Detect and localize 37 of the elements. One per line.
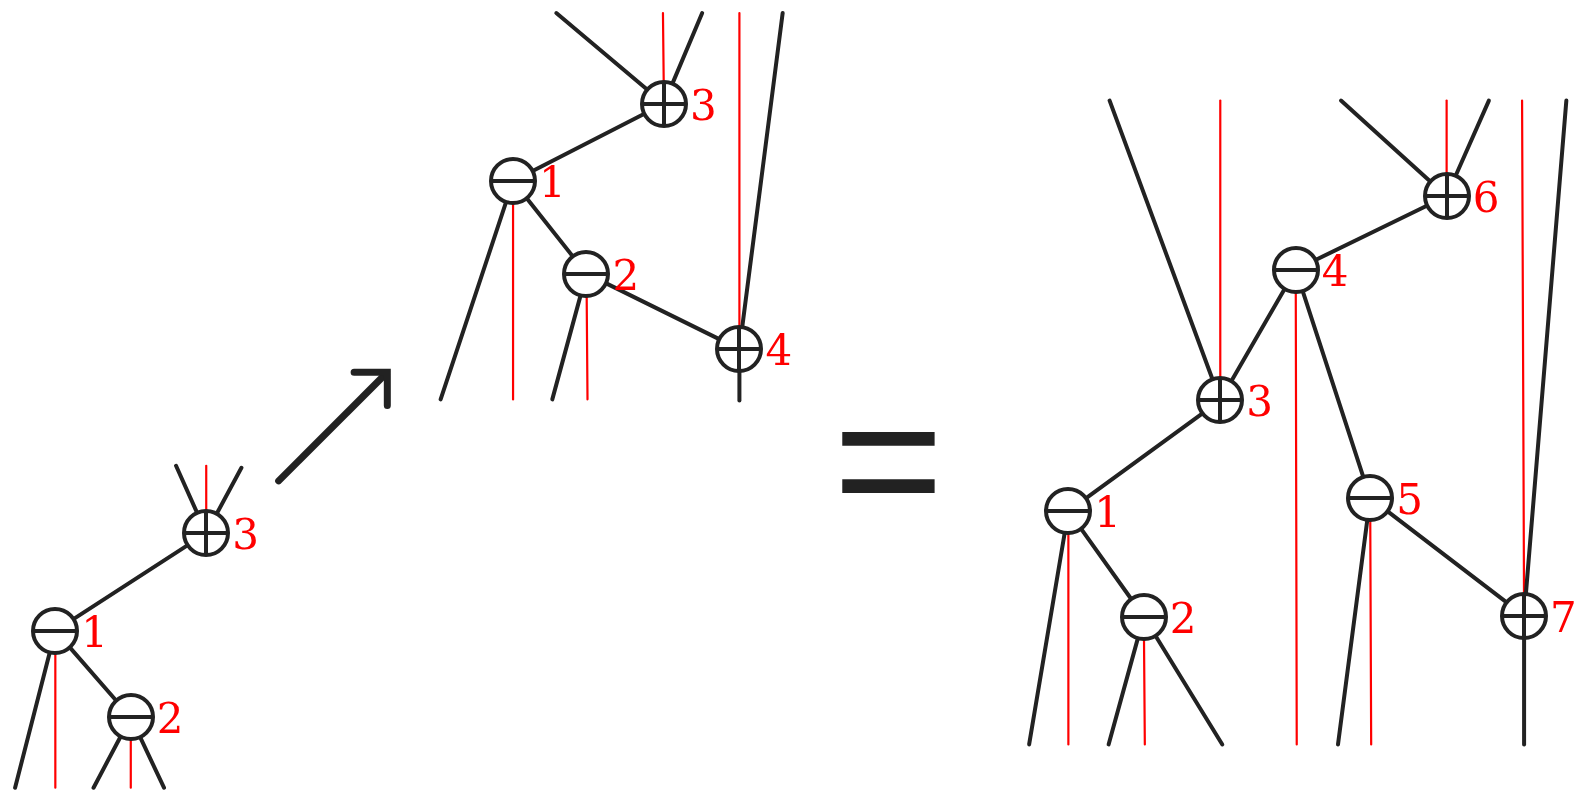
plus-circle-icon (1500, 591, 1549, 640)
branch-line (524, 196, 575, 259)
node-number: 2 (1169, 597, 1197, 640)
plus-circle-icon (1196, 376, 1245, 425)
plus-circle-icon (1422, 172, 1471, 221)
equals-sign: = (832, 364, 944, 555)
branch-line (138, 735, 166, 790)
node-number: 4 (765, 330, 793, 373)
node-number: 3 (232, 514, 259, 557)
plus-circle-icon (182, 509, 231, 558)
minus-circle-icon (1119, 592, 1168, 641)
branch-line (67, 645, 119, 703)
node-number: 2 (612, 254, 640, 297)
node-number: 5 (1396, 478, 1423, 521)
minus-circle-icon (489, 157, 538, 206)
branch-line (511, 202, 515, 401)
branch-line (1084, 411, 1205, 501)
branch-line (1385, 509, 1509, 605)
minus-circle-icon (1044, 487, 1093, 536)
minus-circle-icon (106, 693, 155, 742)
branch-line (1079, 526, 1134, 601)
minus-circle-icon (562, 249, 611, 298)
minus-circle-icon (31, 606, 80, 655)
node-number: 1 (81, 611, 109, 654)
plus-circle-icon (715, 325, 764, 374)
node-number: 1 (539, 162, 566, 205)
node-number: 3 (1246, 381, 1273, 424)
node-number: 3 (689, 84, 717, 127)
node-number: 6 (1472, 177, 1500, 220)
minus-circle-icon (1271, 245, 1320, 294)
plus-circle-icon (639, 79, 688, 128)
node-number: 1 (1094, 492, 1122, 535)
node-number: 2 (156, 698, 184, 741)
node-number: 7 (1550, 596, 1577, 639)
minus-circle-icon (1346, 473, 1395, 522)
node-number: 4 (1321, 250, 1349, 293)
branch-line (1339, 98, 1433, 184)
